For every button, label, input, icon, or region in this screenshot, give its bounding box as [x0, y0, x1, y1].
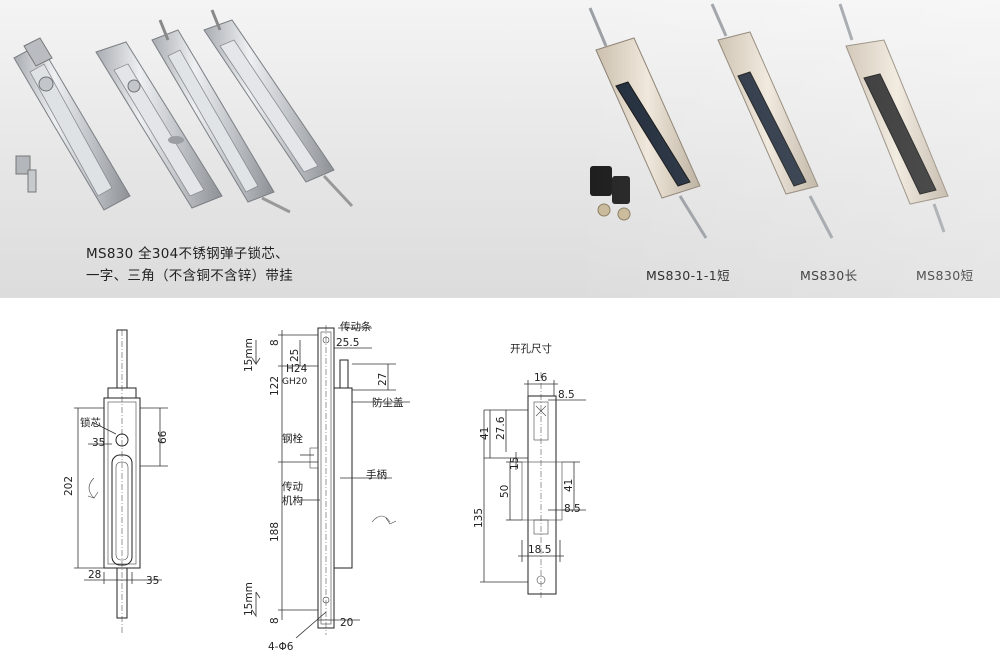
key-small [15, 155, 37, 193]
label-h24: H24 [286, 363, 308, 375]
label-handle: 手柄 [366, 468, 387, 481]
dim-holes: 4-Φ6 [268, 641, 294, 653]
dim-25-5: 25.5 [336, 337, 359, 349]
label-mechanism-1: 传动 [282, 481, 303, 493]
dim-35-lower: 35 [146, 575, 159, 587]
label-gh20: GH20 [282, 377, 307, 387]
side-view-drawing: 8 25 25.5 15mm 27 122 188 15mm 8 20 4-Φ6… [243, 320, 410, 653]
dim-8-bottom: 8 [269, 617, 281, 624]
front-view-drawing: 锁芯 35 66 202 28 35 [63, 329, 169, 635]
dim-202: 202 [63, 476, 75, 496]
caption-line-1: MS830 全304不锈钢弹子锁芯、 [86, 246, 289, 262]
cutout-drawing: 开孔尺寸 16 8.5 41 27.6 15 50 41 8.5 135 18.… [473, 342, 586, 600]
steel-handle-3 [151, 19, 291, 214]
dim-27: 27 [377, 373, 389, 386]
label-drive-bar: 传动条 [340, 320, 372, 333]
label-dust-cover: 防尘盖 [372, 396, 404, 409]
label-lock-core: 锁芯 [80, 416, 101, 429]
label-mechanism-2: 机构 [282, 494, 303, 507]
dim-188: 188 [269, 522, 281, 542]
dim-27-6: 27.6 [495, 416, 507, 440]
dim-8-top: 8 [269, 339, 281, 346]
dim-135: 135 [473, 508, 485, 528]
caption-line-2: 一字、三角（不含铜不含锌）带挂 [86, 268, 293, 284]
dim-25: 25 [289, 349, 301, 362]
dim-15: 15 [509, 457, 521, 470]
dim-15mm-bottom: 15mm [243, 582, 255, 616]
dim-20: 20 [340, 617, 353, 629]
dim-122: 122 [269, 376, 281, 396]
dim-28: 28 [88, 569, 101, 581]
cutout-title: 开孔尺寸 [510, 342, 552, 355]
dim-18-5: 18.5 [528, 544, 551, 556]
label-steel-bolt: 钢栓 [282, 432, 303, 445]
dim-8-5-bottom: 8.5 [564, 503, 581, 515]
dim-50: 50 [499, 485, 511, 498]
dim-15mm-top: 15mm [243, 338, 255, 372]
dim-41-right: 41 [563, 479, 575, 492]
product-photo-band: MS830 全304不锈钢弹子锁芯、 一字、三角（不含铜不含锌）带挂 MS830… [0, 0, 1000, 298]
steel-handle-4 [203, 9, 354, 208]
dim-35-upper: 35 [92, 437, 105, 449]
steel-handle-2 [95, 41, 223, 209]
product-caption: MS830 全304不锈钢弹子锁芯、 一字、三角（不含铜不含锌）带挂 [86, 243, 293, 287]
dim-41-left: 41 [479, 427, 491, 440]
dim-66: 66 [157, 430, 169, 444]
dim-16: 16 [534, 372, 548, 384]
steel-handle-1 [13, 37, 131, 211]
dim-8-5-top: 8.5 [558, 389, 575, 401]
